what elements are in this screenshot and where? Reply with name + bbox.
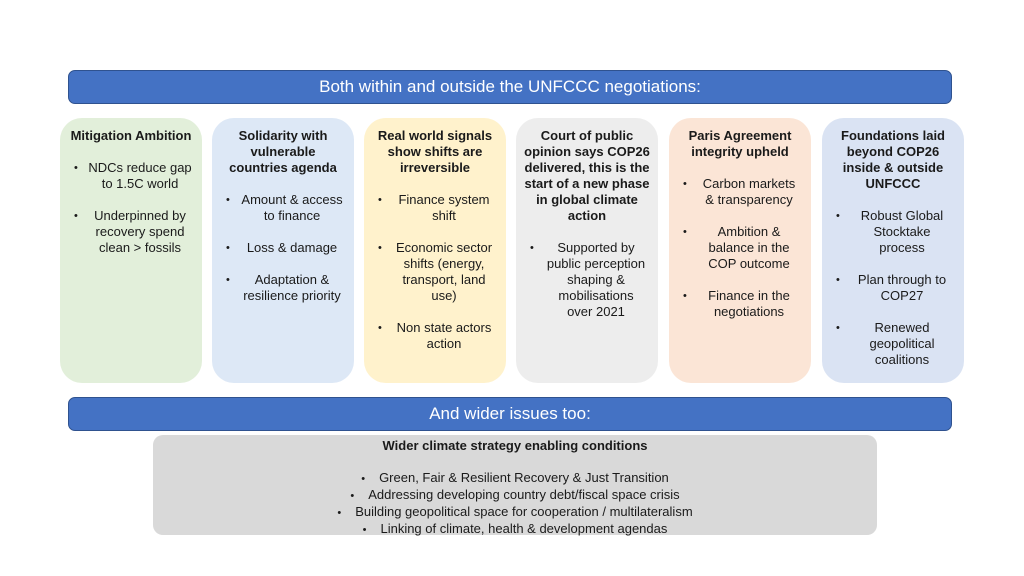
card-item: NDCs reduce gap to 1.5C world <box>68 160 194 192</box>
card-items: Finance system shift Economic sector shi… <box>372 192 498 352</box>
card-public-opinion: Court of public opinion says COP26 deliv… <box>516 118 658 383</box>
wider-condition-item: Building geopolitical space for cooperat… <box>153 504 877 521</box>
card-title: Mitigation Ambition <box>70 128 192 143</box>
card-item: Plan through to COP27 <box>830 272 956 304</box>
wider-condition-item: Green, Fair & Resilient Recovery & Just … <box>153 470 877 487</box>
card-title: Paris Agreement integrity upheld <box>688 128 792 159</box>
wider-condition-item: Addressing developing country debt/fisca… <box>153 487 877 504</box>
card-item: Underpinned by recovery spend clean > fo… <box>68 208 194 256</box>
top-banner: Both within and outside the UNFCCC negot… <box>68 70 952 104</box>
card-item: Renewed geopolitical coalitions <box>830 320 956 368</box>
card-foundations: Foundations laid beyond COP26 inside & o… <box>822 118 964 383</box>
card-item: Loss & damage <box>220 240 346 256</box>
bottom-banner: And wider issues too: <box>68 397 952 431</box>
card-items: Robust Global Stocktake process Plan thr… <box>830 208 956 368</box>
card-item: Finance system shift <box>372 192 498 224</box>
card-items: Supported by public perception shaping &… <box>524 240 650 320</box>
card-title: Real world signals show shifts are irrev… <box>377 128 493 175</box>
card-item: Amount & access to finance <box>220 192 346 224</box>
card-items: Amount & access to finance Loss & damage… <box>220 192 346 304</box>
card-mitigation-ambition: Mitigation Ambition NDCs reduce gap to 1… <box>60 118 202 383</box>
card-item: Economic sector shifts (energy, transpor… <box>372 240 498 304</box>
wider-conditions-title: Wider climate strategy enabling conditio… <box>382 438 648 453</box>
card-item: Supported by public perception shaping &… <box>524 240 650 320</box>
card-item: Adaptation & resilience priority <box>220 272 346 304</box>
card-paris-agreement: Paris Agreement integrity upheld Carbon … <box>669 118 811 383</box>
card-items: NDCs reduce gap to 1.5C world Underpinne… <box>68 160 194 256</box>
wider-condition-item: Linking of climate, health & development… <box>153 521 877 538</box>
card-item: Robust Global Stocktake process <box>830 208 956 256</box>
wider-conditions-box: Wider climate strategy enabling conditio… <box>153 435 877 538</box>
card-item: Ambition & balance in the COP outcome <box>677 224 803 272</box>
card-title: Foundations laid beyond COP26 inside & o… <box>841 128 945 191</box>
card-item: Non state actors action <box>372 320 498 352</box>
top-banner-text: Both within and outside the UNFCCC negot… <box>319 77 701 96</box>
card-title: Solidarity with vulnerable countries age… <box>229 128 337 175</box>
card-item: Carbon markets & transparency <box>677 176 803 208</box>
card-items: Carbon markets & transparency Ambition &… <box>677 176 803 320</box>
wider-conditions-list: Green, Fair & Resilient Recovery & Just … <box>153 470 877 538</box>
bottom-banner-text: And wider issues too: <box>429 404 591 423</box>
card-title: Court of public opinion says COP26 deliv… <box>524 128 650 223</box>
card-solidarity: Solidarity with vulnerable countries age… <box>212 118 354 383</box>
card-item: Finance in the negotiations <box>677 288 803 320</box>
card-real-world-signals: Real world signals show shifts are irrev… <box>364 118 506 383</box>
